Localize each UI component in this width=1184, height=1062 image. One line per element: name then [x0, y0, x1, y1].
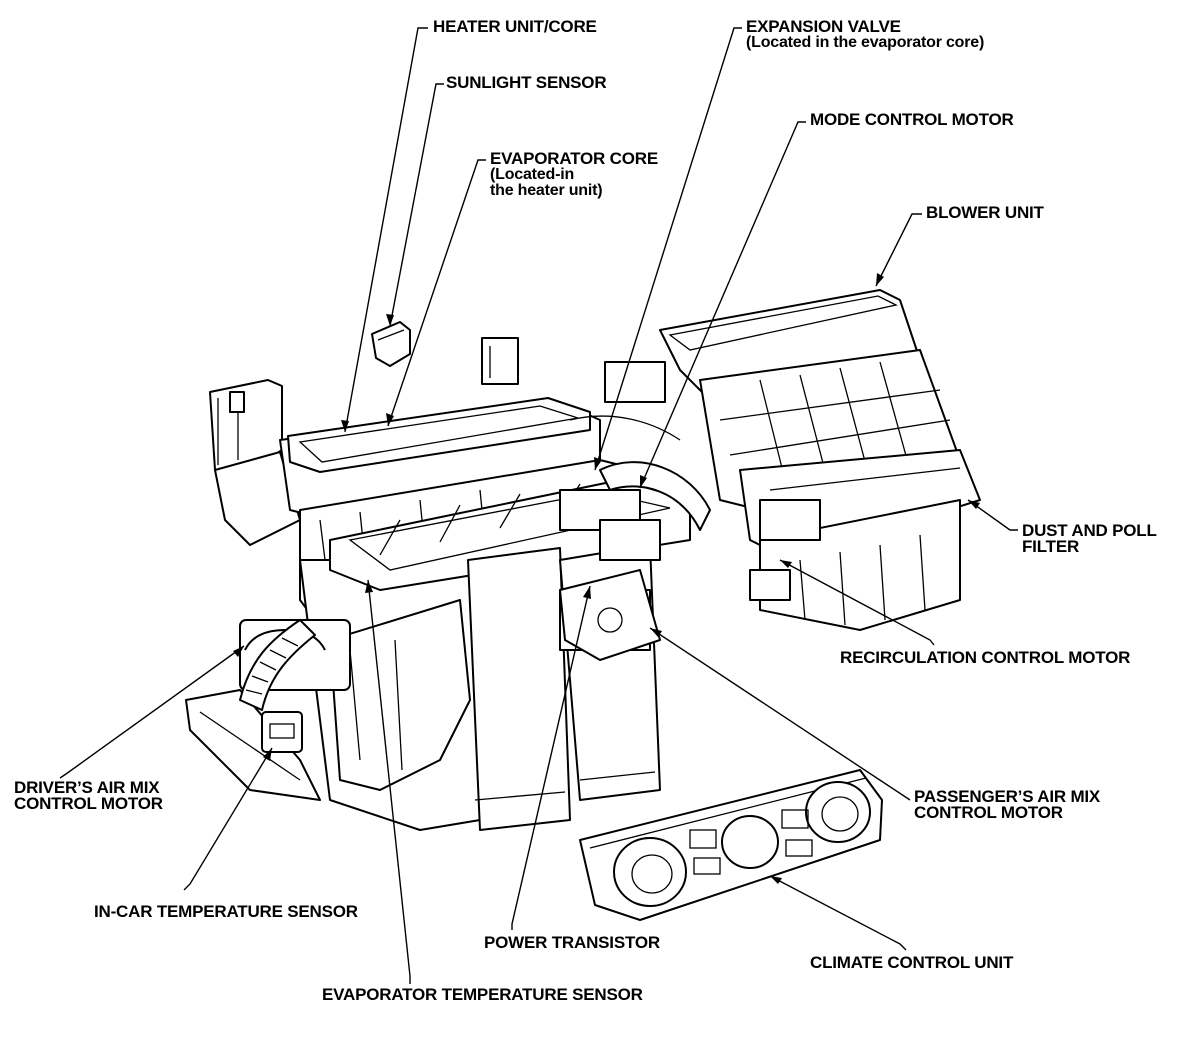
left-duct-housing: [209, 379, 301, 546]
label-in-car-temperature-sensor: IN-CAR TEMPERATURE SENSOR: [94, 902, 358, 921]
blower-unit: [604, 289, 981, 631]
label-sunlight-sensor: SUNLIGHT SENSOR: [446, 73, 607, 92]
passenger-air-mix-motor-shape: [559, 569, 661, 661]
heater-case-lower: [185, 559, 481, 831]
label-expansion-valve: EXPANSION VALVE (Located in the evaporat…: [746, 17, 985, 51]
label-climate-control-unit: CLIMATE CONTROL UNIT: [810, 953, 1014, 972]
label-dust-pollen-filter: DUST AND POLL FILTER: [1022, 521, 1157, 556]
label-evaporator-core: EVAPORATOR CORE (Located-in the heater u…: [490, 149, 658, 199]
aspirator-hose: [239, 619, 316, 753]
sunlight-sensor: [371, 321, 411, 367]
label-mode-control-motor: MODE CONTROL MOTOR: [810, 110, 1014, 129]
label-recirculation-control-motor: RECIRCULATION CONTROL MOTOR: [840, 648, 1131, 667]
leader-lines: [59, 27, 1018, 984]
label-power-transistor: POWER TRANSISTOR: [484, 933, 660, 952]
recirculation-motor-shape: [749, 499, 821, 601]
climate-control-unit: [579, 769, 883, 921]
refrigerant-pipes: [559, 415, 711, 561]
label-heater-unit: HEATER UNIT/CORE: [433, 17, 597, 36]
label-evaporator-temperature-sensor: EVAPORATOR TEMPERATURE SENSOR: [322, 985, 643, 1004]
label-passengers-air-mix-motor: PASSENGER’S AIR MIX CONTROL MOTOR: [914, 787, 1101, 822]
label-blower-unit: BLOWER UNIT: [926, 203, 1044, 222]
label-drivers-air-mix-motor: DRIVER’S AIR MIX CONTROL MOTOR: [14, 778, 163, 813]
